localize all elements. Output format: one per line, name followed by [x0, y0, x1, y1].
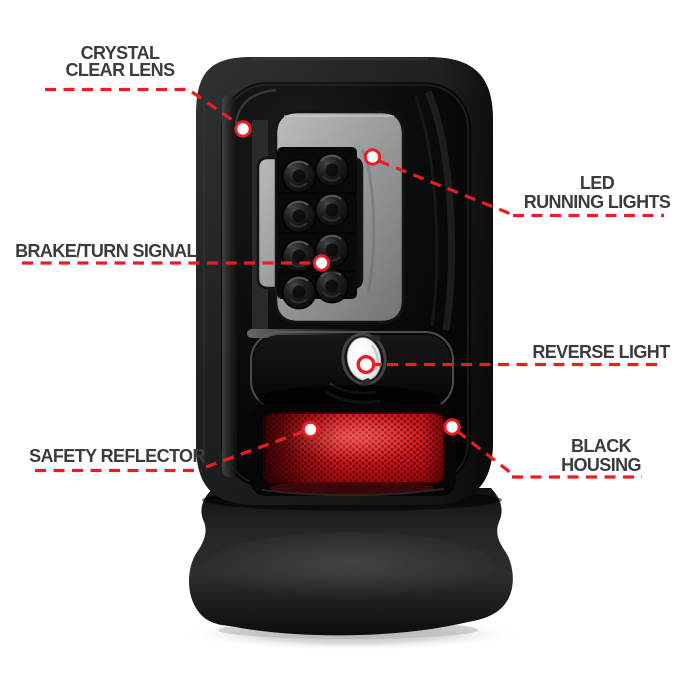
- callout-line-black-housing: [456, 429, 642, 479]
- dot-led-running-lights: [363, 148, 382, 166]
- dot-black-housing: [443, 418, 461, 436]
- callout-label-safety-reflector: SAFETY REFLECTOR: [22, 447, 212, 466]
- ring-reverse-light: [356, 355, 376, 375]
- callout-text: REVERSE LIGHT: [532, 342, 670, 362]
- dot-crystal-clear-lens: [234, 120, 252, 138]
- callout-line-safety-reflector: [35, 430, 303, 473]
- reverse-light-chamber: [247, 329, 454, 415]
- dot-brake-turn-signal: [312, 254, 331, 272]
- callout-text: BRAKE/TURN SIGNAL: [15, 241, 197, 261]
- safety-reflector: [250, 404, 456, 497]
- mounting-base: [188, 488, 513, 636]
- led-brake-cluster: [277, 147, 357, 310]
- callout-text: HOUSING: [561, 455, 641, 475]
- callout-text: BLACK: [571, 436, 632, 456]
- callout-label-black-housing: BLACK HOUSING: [541, 437, 661, 475]
- callout-label-led-running-lights: LED RUNNING LIGHTS: [512, 174, 682, 212]
- callout-lines: [22, 87, 664, 479]
- callout-text: CLEAR LENS: [65, 59, 175, 80]
- callout-text: RUNNING LIGHTS: [523, 192, 671, 212]
- callout-text: LED: [579, 173, 615, 193]
- callout-label-crystal-clear-lens: CRYSTAL CLEAR LENS: [34, 43, 206, 80]
- callout-line-led-running-lights: [378, 159, 664, 218]
- callout-text: CRYSTAL: [80, 43, 160, 63]
- callout-text: SAFETY REFLECTOR: [29, 446, 205, 466]
- callout-label-brake-turn-signal: BRAKE/TURN SIGNAL: [11, 242, 201, 261]
- callout-line-crystal-clear-lens: [45, 87, 242, 128]
- callout-label-reverse-light: REVERSE LIGHT: [531, 343, 671, 362]
- callout-dots: [234, 120, 461, 439]
- dot-safety-reflector: [301, 420, 320, 439]
